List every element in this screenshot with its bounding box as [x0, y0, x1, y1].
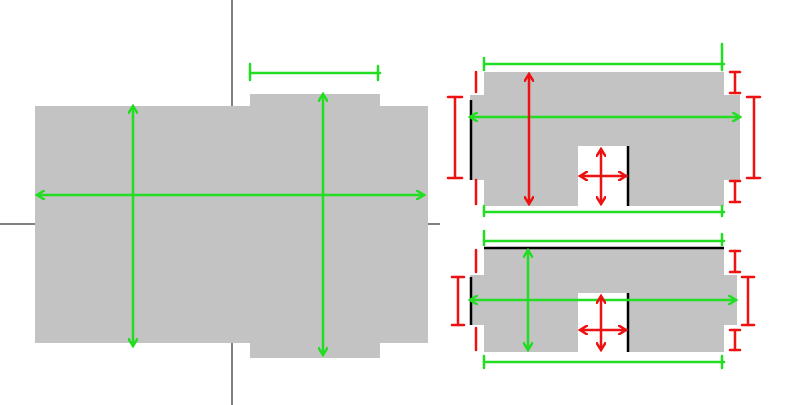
top-right-notched-shape: [446, 42, 762, 218]
large-cross-shape: [35, 62, 428, 358]
bottom-right-notched-shape: [450, 229, 756, 370]
